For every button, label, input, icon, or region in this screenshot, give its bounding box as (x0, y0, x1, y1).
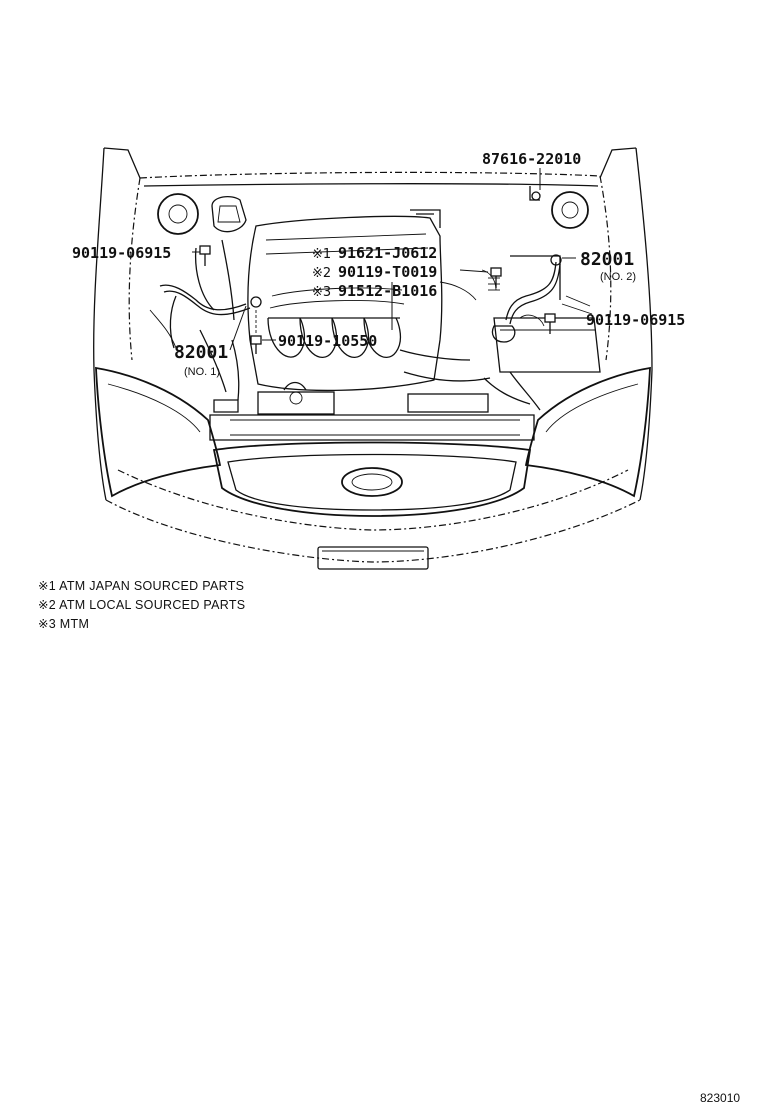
emblem (341, 467, 403, 497)
label-82001-no1: 82001 (174, 342, 228, 363)
front-grille (212, 441, 532, 517)
leader-lines (192, 168, 584, 351)
bolt-left-icon (199, 245, 211, 266)
note-3: ※3 MTM (38, 617, 89, 631)
license-plate (317, 546, 429, 570)
label-90119-T0019: 90119-T0019 (338, 263, 437, 281)
label-82001-no1-sub: (NO. 1) (184, 366, 220, 378)
headlamps (95, 366, 651, 498)
engine (247, 209, 491, 392)
ground-point-no2 (550, 254, 562, 266)
bolt-right-icon (544, 313, 556, 334)
note-2: ※2 ATM LOCAL SOURCED PARTS (38, 598, 245, 612)
label-91512-B1016: 91512-B1016 (338, 282, 437, 300)
label-87616-22010: 87616-22010 (482, 150, 581, 168)
right-battery-area (481, 186, 601, 411)
bolt-center-icon (250, 310, 262, 354)
bolt-alt-icon (490, 267, 502, 288)
vehicle-outline (93, 147, 653, 570)
illustration-ref-number: 823010 (700, 1091, 740, 1105)
fasteners (199, 245, 556, 354)
radiator-support (209, 381, 535, 441)
label-90119-10550: 90119-10550 (278, 332, 377, 350)
footnotes: ※1 ATM JAPAN SOURCED PARTS ※2 ATM LOCAL … (38, 579, 245, 631)
label-90119-06915-left: 90119-06915 (72, 244, 171, 262)
alt1-mark: ※1 (312, 247, 331, 262)
label-90119-06915-right: 90119-06915 (586, 311, 685, 329)
ground-point-no1 (250, 296, 262, 308)
alt2-mark: ※2 (312, 266, 331, 281)
label-82001-no2: 82001 (580, 249, 634, 270)
label-91621-J0612: 91621-J0612 (338, 244, 437, 262)
strut-towers (157, 191, 589, 235)
alt3-mark: ※3 (312, 285, 331, 300)
note-1: ※1 ATM JAPAN SOURCED PARTS (38, 579, 244, 593)
left-harness (149, 239, 262, 413)
part-labels: 87616-22010 90119-06915 82001 (NO. 1) 90… (72, 150, 685, 378)
label-82001-no2-sub: (NO. 2) (600, 271, 636, 283)
